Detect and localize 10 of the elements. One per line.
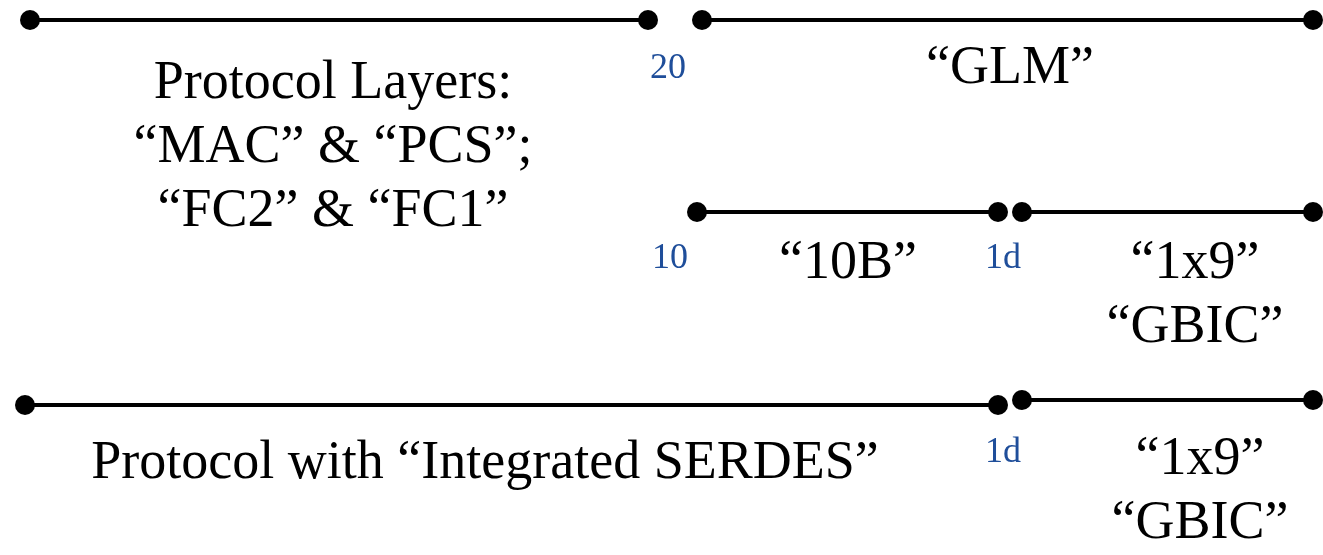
number-label: 1d [984, 236, 1022, 276]
span-label: “GLM” [925, 34, 1095, 97]
number-label: 20 [649, 46, 687, 86]
span-label: “1x9” “GBIC” [1105, 229, 1285, 356]
span-label: Protocol with “Integrated SERDES” [90, 429, 880, 492]
span-label: “1x9” “GBIC” [1110, 425, 1290, 552]
span-label: Protocol Layers: “MAC” & “PCS”; “FC2” & “FC1” [132, 49, 534, 240]
span-label: “10B” [778, 229, 918, 292]
number-label: 1d [984, 430, 1022, 470]
number-label: 10 [651, 236, 689, 276]
